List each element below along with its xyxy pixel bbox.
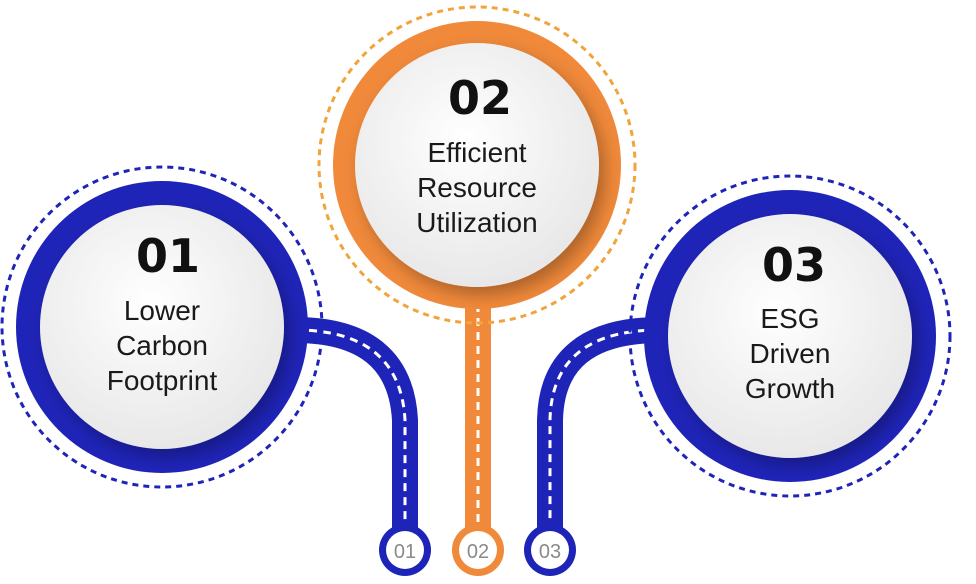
badge-3: 03: [524, 524, 576, 576]
badge-1-label: 01: [394, 541, 416, 563]
step-label-2-line-1: Efficient: [427, 137, 526, 168]
step-number-2: 02: [448, 71, 512, 125]
connector-1: [294, 317, 418, 530]
step-label-1-line-3: Footprint: [107, 365, 218, 396]
step-label-3-line-1: ESG: [760, 303, 819, 334]
connector-3: [537, 317, 661, 530]
step-circle-2: 02 Efficient Resource Utilization: [317, 5, 637, 325]
badge-2-label: 02: [467, 541, 489, 563]
step-number-3: 03: [762, 238, 826, 292]
step-label-1-line-1: Lower: [124, 295, 200, 326]
badge-3-label: 03: [539, 541, 561, 563]
step-label-2-line-2: Resource: [417, 172, 537, 203]
badge-2: 02: [452, 524, 504, 576]
step-label-3-line-3: Growth: [745, 373, 835, 404]
step-number-1: 01: [136, 229, 200, 283]
badge-1: 01: [379, 524, 431, 576]
step-circle-3: 03 ESG Driven Growth: [628, 174, 952, 498]
step-label-2-line-3: Utilization: [416, 207, 537, 238]
step-label-1-line-2: Carbon: [116, 330, 208, 361]
step-label-3-line-2: Driven: [750, 338, 831, 369]
step-circle-1: 01 Lower Carbon Footprint: [0, 165, 324, 489]
